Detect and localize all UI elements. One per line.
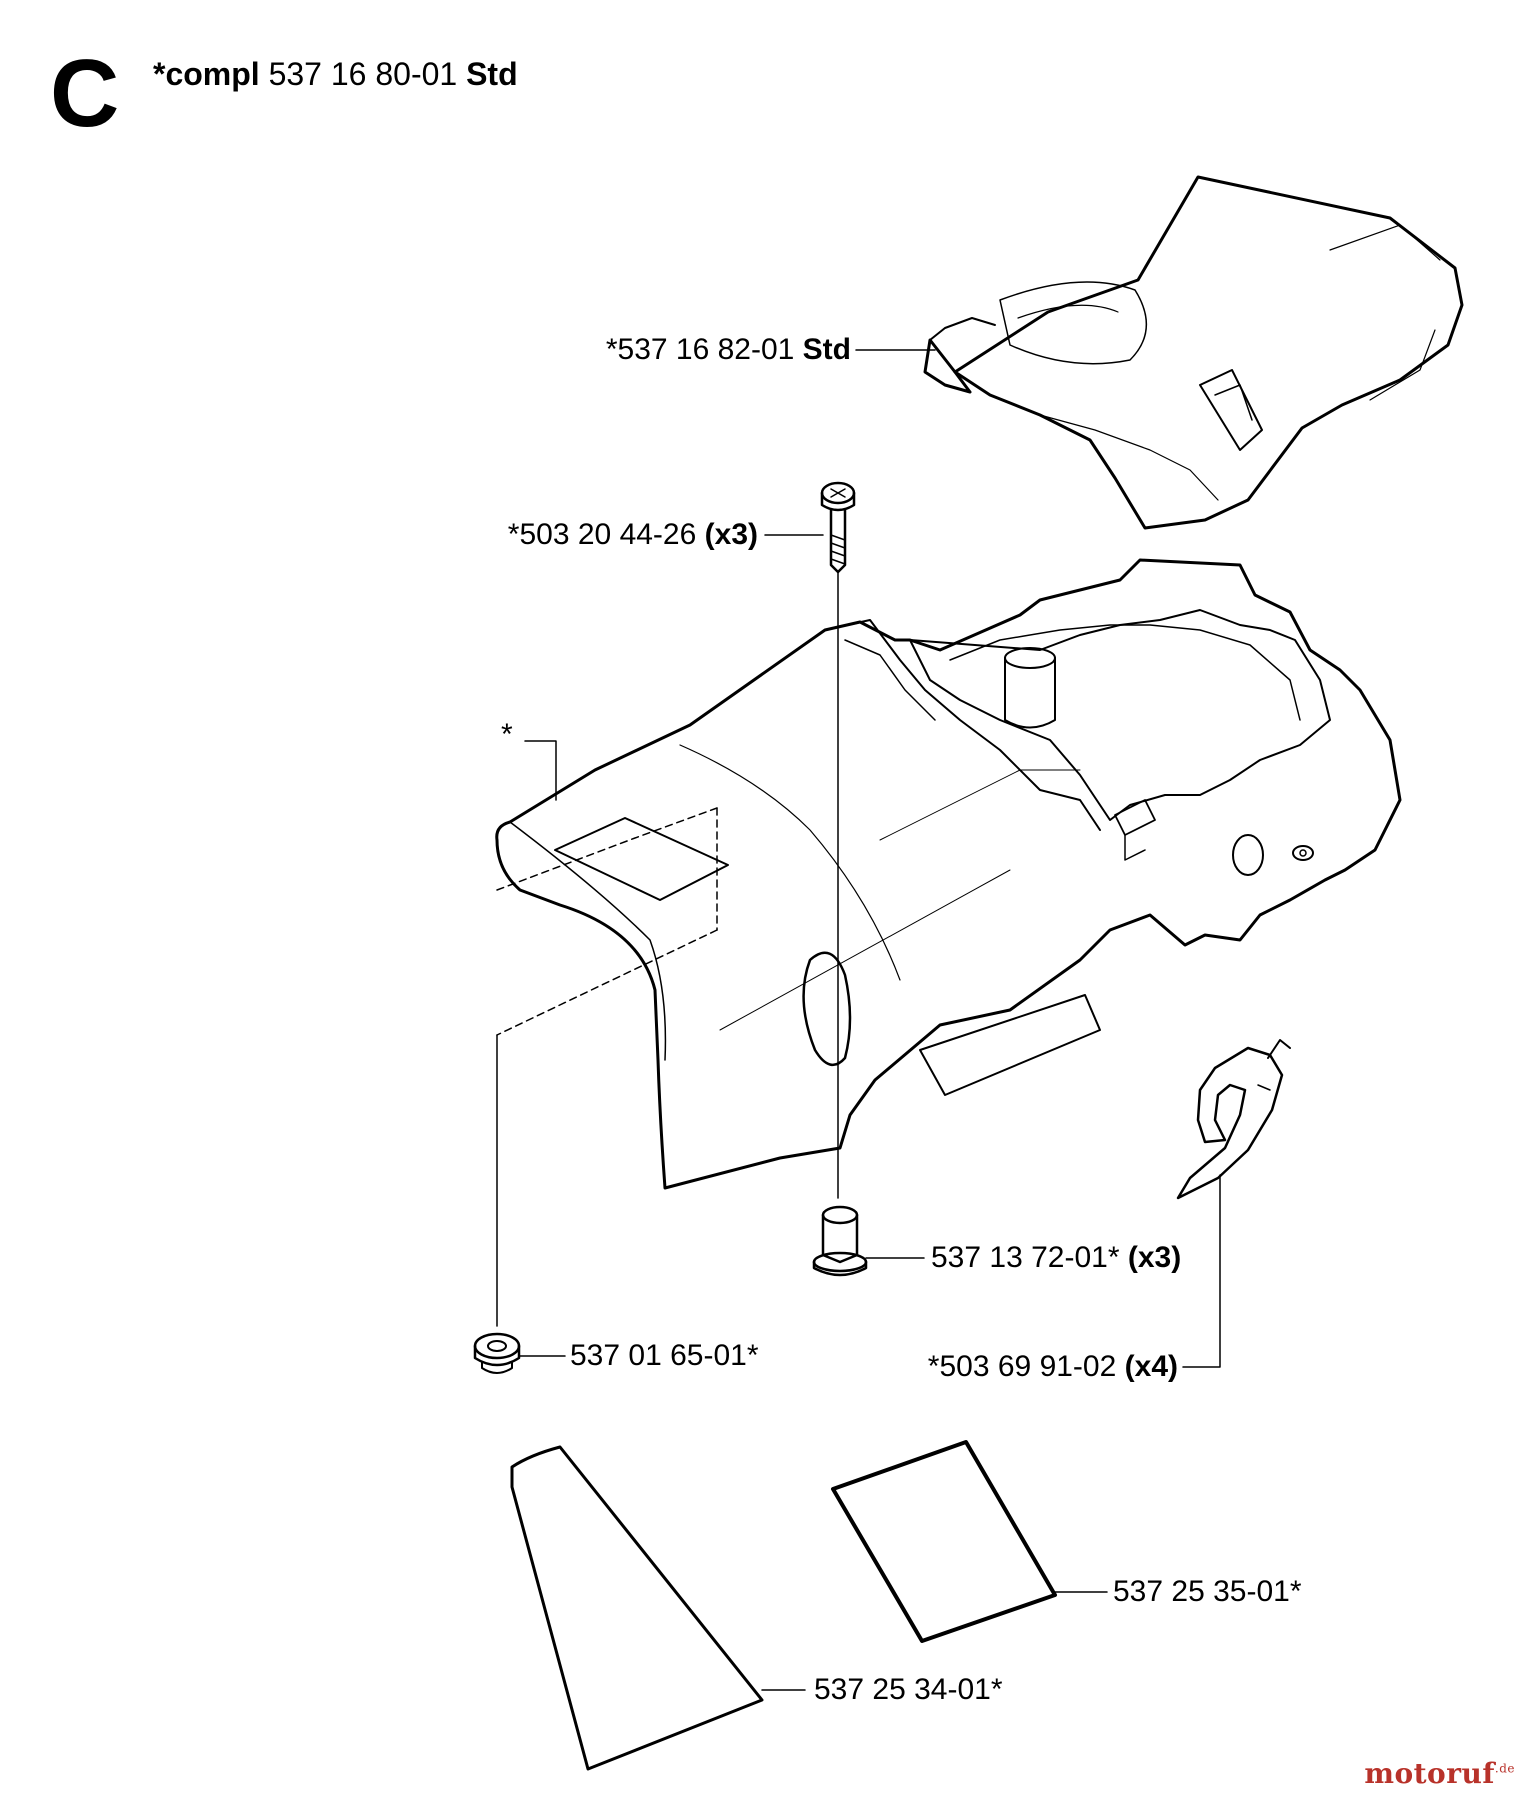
part-suffix: Std xyxy=(802,333,851,366)
part-label-sleeve[interactable]: 537 13 72-01* (x3) xyxy=(931,1241,1181,1275)
part-label-top-cover[interactable]: *537 16 82-01 Std xyxy=(606,333,851,367)
watermark-logo: motoruf.de xyxy=(1364,1757,1515,1790)
part-number: *537 16 82-01 xyxy=(605,333,795,366)
part-suffix: (x3) xyxy=(1127,1241,1182,1274)
sleeve-part xyxy=(812,1205,868,1277)
part-number: *503 69 91-02 xyxy=(927,1350,1117,1383)
part-number: 537 25 34-01* xyxy=(814,1673,1003,1706)
leader-lines xyxy=(518,349,1221,1691)
decal-rectangle-shape xyxy=(831,1440,1057,1643)
top-cover-part xyxy=(923,175,1464,530)
part-suffix: (x4) xyxy=(1124,1350,1178,1383)
part-number: 537 01 65-01* xyxy=(570,1339,759,1372)
decal-trapezoid-shape xyxy=(510,1445,764,1771)
part-label-screw[interactable]: *503 20 44-26 (x3) xyxy=(508,518,758,552)
part-label-grommet[interactable]: 537 01 65-01* xyxy=(570,1339,759,1373)
part-label-cylinder-cover[interactable]: * xyxy=(501,718,513,752)
part-number: 537 13 72-01* xyxy=(931,1241,1120,1274)
watermark-text: motoruf xyxy=(1364,1757,1495,1790)
part-number: 537 25 35-01* xyxy=(1113,1575,1302,1608)
part-label-decal-trapezoid[interactable]: 537 25 34-01* xyxy=(814,1673,1003,1707)
assembly-header: *compl 537 16 80-01 Std xyxy=(153,56,518,92)
cylinder-cover-part xyxy=(495,558,1402,1190)
header-prefix: *compl xyxy=(153,56,260,92)
part-number: *503 20 44-26 xyxy=(507,518,697,551)
clip-part xyxy=(1176,1039,1291,1200)
watermark-tld: .de xyxy=(1494,1761,1515,1776)
part-label-clip[interactable]: *503 69 91-02 (x4) xyxy=(928,1350,1178,1384)
header-number: 537 16 80-01 xyxy=(268,56,458,92)
header-suffix: Std xyxy=(466,56,518,92)
part-label-decal-rectangle[interactable]: 537 25 35-01* xyxy=(1113,1575,1302,1609)
section-letter: C xyxy=(50,40,120,147)
part-suffix: (x3) xyxy=(704,518,758,551)
grommet-part xyxy=(473,1332,521,1374)
part-number: * xyxy=(501,718,513,751)
screw-part xyxy=(820,481,856,574)
